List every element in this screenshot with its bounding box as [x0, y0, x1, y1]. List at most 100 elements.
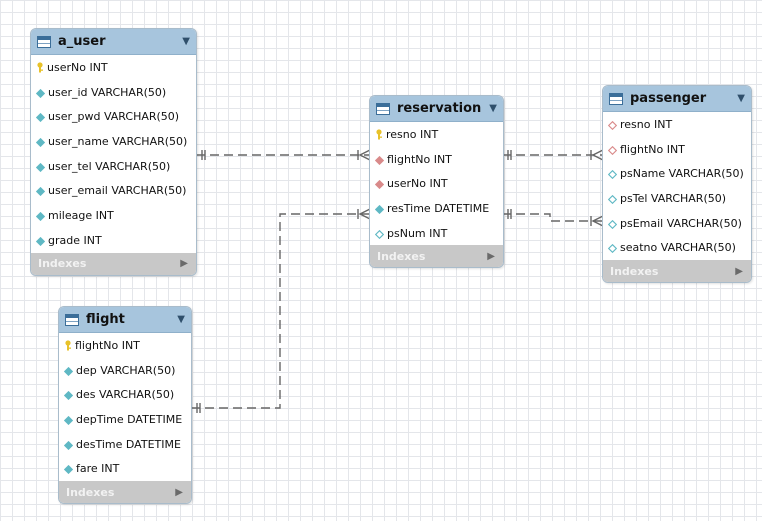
table-icon	[65, 313, 79, 326]
column-label: fare INT	[76, 462, 120, 476]
table-column-row[interactable]: user_tel VARCHAR(50)	[31, 154, 196, 179]
column-label: user_name VARCHAR(50)	[48, 134, 188, 148]
table-reservation[interactable]: reservation ▼ resno INT flightNo INT userN…	[369, 95, 504, 269]
expand-arrow-icon[interactable]: ▶	[735, 265, 743, 277]
column-label: flightNo INT	[75, 338, 140, 352]
nullable-column-icon	[607, 219, 618, 229]
nullable-column-icon	[607, 243, 618, 254]
table-column-row[interactable]: user_email VARCHAR(50)	[31, 178, 196, 203]
table-column-row[interactable]: fare INT	[59, 456, 191, 481]
table-header[interactable]: a_user ▼	[31, 29, 196, 55]
column-icon	[63, 366, 74, 376]
column-icon	[63, 390, 74, 401]
table-column-row[interactable]: psEmail VARCHAR(50)	[603, 211, 751, 236]
table-column-row[interactable]: user_name VARCHAR(50)	[31, 129, 196, 154]
column-label: desTime DATETIME	[76, 437, 181, 451]
column-label: psTel VARCHAR(50)	[620, 191, 727, 205]
indexes-section[interactable]: Indexes ▶	[603, 260, 751, 283]
table-column-row[interactable]: seatno VARCHAR(50)	[603, 235, 751, 260]
column-list: resno INT flightNo INT psName VARCHAR(50) p…	[603, 112, 751, 260]
nullable-column-icon	[607, 169, 618, 180]
relationship-a_user-reservation[interactable]	[196, 149, 371, 161]
table-flight[interactable]: flight ▼ flightNo INT dep VARCHAR(50) des …	[58, 306, 192, 505]
column-label: grade INT	[48, 233, 102, 247]
foreign-key-icon	[374, 179, 385, 190]
table-column-row[interactable]: depTime DATETIME	[59, 407, 191, 432]
table-column-row[interactable]: flightNo INT	[370, 147, 503, 172]
primary-key-icon	[64, 340, 72, 351]
table-header[interactable]: passenger ▼	[603, 86, 751, 112]
column-icon	[63, 464, 74, 475]
nullable-column-icon	[374, 229, 385, 239]
column-label: userNo INT	[387, 177, 448, 191]
column-icon	[35, 137, 46, 147]
column-list: resno INT flightNo INT userNo INT resTime D…	[370, 122, 503, 245]
table-column-row[interactable]: psTel VARCHAR(50)	[603, 186, 751, 211]
column-icon	[35, 112, 46, 123]
table-header[interactable]: flight ▼	[59, 307, 191, 333]
table-column-row[interactable]: userNo INT	[370, 171, 503, 196]
table-column-row[interactable]: des VARCHAR(50)	[59, 382, 191, 407]
indexes-label: Indexes	[38, 257, 87, 270]
expand-arrow-icon[interactable]: ▶	[175, 486, 183, 498]
table-column-row[interactable]: grade INT	[31, 228, 196, 253]
column-label: flightNo INT	[620, 142, 685, 156]
column-label: user_pwd VARCHAR(50)	[48, 110, 180, 124]
primary-key-icon	[36, 62, 44, 73]
table-column-row[interactable]: psNum INT	[370, 221, 503, 246]
column-label: dep VARCHAR(50)	[76, 363, 176, 377]
column-label: psName VARCHAR(50)	[620, 167, 744, 181]
column-label: flightNo INT	[387, 152, 452, 166]
collapse-arrow-icon[interactable]: ▼	[177, 314, 185, 325]
collapse-arrow-icon[interactable]: ▼	[489, 103, 497, 114]
foreign-key-icon	[374, 155, 385, 165]
column-label: resno INT	[386, 127, 439, 141]
column-label: resTime DATETIME	[387, 201, 490, 215]
indexes-section[interactable]: Indexes ▶	[59, 481, 191, 504]
expand-arrow-icon[interactable]: ▶	[180, 258, 188, 269]
column-label: psNum INT	[387, 226, 448, 240]
column-list: userNo INT user_id VARCHAR(50) user_pwd VA…	[31, 55, 196, 253]
column-label: user_id VARCHAR(50)	[48, 85, 167, 99]
column-label: user_email VARCHAR(50)	[48, 184, 187, 198]
table-icon	[37, 35, 51, 48]
table-column-row[interactable]: mileage INT	[31, 203, 196, 228]
collapse-arrow-icon[interactable]: ▼	[737, 93, 745, 104]
table-icon	[609, 92, 623, 105]
column-label: seatno VARCHAR(50)	[620, 241, 736, 255]
indexes-label: Indexes	[377, 249, 426, 263]
table-column-row[interactable]: dep VARCHAR(50)	[59, 358, 191, 383]
collapse-arrow-icon[interactable]: ▼	[182, 36, 190, 47]
table-column-row[interactable]: resno INT	[370, 122, 503, 147]
indexes-label: Indexes	[66, 485, 115, 499]
column-label: depTime DATETIME	[76, 412, 183, 426]
indexes-section[interactable]: Indexes ▶	[370, 245, 503, 268]
column-icon	[63, 415, 74, 425]
column-icon	[63, 440, 74, 450]
table-column-row[interactable]: user_pwd VARCHAR(50)	[31, 104, 196, 129]
table-name: flight	[86, 312, 125, 327]
relationship-reservation-passenger-resno[interactable]	[502, 149, 604, 161]
table-column-row[interactable]: userNo INT	[31, 55, 196, 80]
table-header[interactable]: reservation ▼	[370, 96, 503, 122]
relationship-flight-reservation[interactable]	[191, 208, 371, 413]
relationship-reservation-passenger-flightno[interactable]	[502, 209, 604, 227]
column-icon	[35, 236, 46, 246]
table-passenger[interactable]: passenger ▼ resno INT flightNo INT psName …	[602, 85, 752, 284]
table-column-row[interactable]: desTime DATETIME	[59, 432, 191, 457]
column-label: resno INT	[620, 117, 673, 131]
column-label: userNo INT	[47, 60, 108, 74]
indexes-section[interactable]: Indexes ▶	[31, 252, 196, 275]
table-column-row[interactable]: resno INT	[603, 112, 751, 137]
expand-arrow-icon[interactable]: ▶	[487, 250, 495, 262]
table-column-row[interactable]: psName VARCHAR(50)	[603, 161, 751, 186]
table-column-row[interactable]: resTime DATETIME	[370, 196, 503, 221]
table-column-row[interactable]: flightNo INT	[603, 137, 751, 162]
column-list: flightNo INT dep VARCHAR(50) des VARCHAR(5…	[59, 333, 191, 481]
table-column-row[interactable]: flightNo INT	[59, 333, 191, 358]
column-label: user_tel VARCHAR(50)	[48, 159, 171, 173]
table-icon	[376, 102, 390, 115]
table-column-row[interactable]: user_id VARCHAR(50)	[31, 80, 196, 105]
